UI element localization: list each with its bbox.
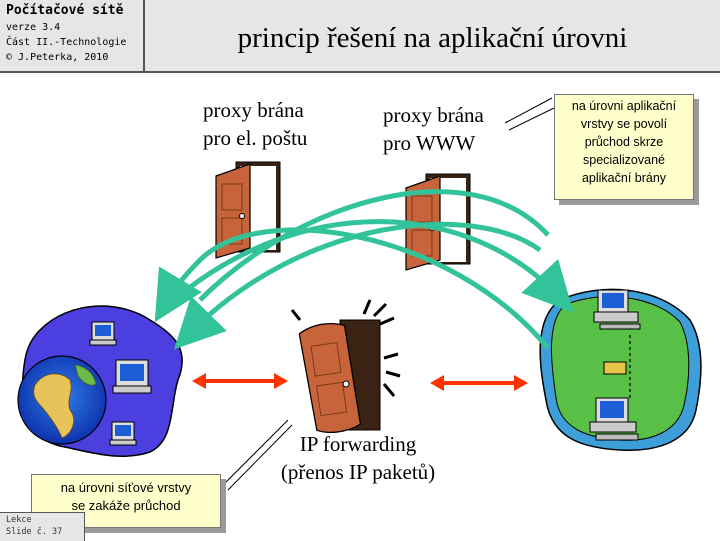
computer-icon <box>589 397 639 441</box>
part-text: Část II.-Technologie <box>6 37 127 48</box>
ip-forwarding-label: IP forwarding (přenos IP paketů) <box>268 430 448 486</box>
note-line: aplikační brány <box>581 171 667 185</box>
callout-pointer-bottom <box>221 419 293 491</box>
mail-gateway-label: proxy brána pro el. poštu <box>203 96 307 152</box>
note-line: se zakáže průchod <box>71 498 181 513</box>
www-gateway-label-line1: proxy brána <box>383 103 484 127</box>
note-line: specializované <box>583 153 665 167</box>
ip-forwarding-line2: (přenos IP paketů) <box>280 460 436 484</box>
slide-title: princip řešení na aplikační úrovni <box>237 22 628 54</box>
computer-icon <box>109 421 137 446</box>
globe-network-icon <box>17 305 183 457</box>
red-double-arrow-left <box>192 373 288 389</box>
computer-icon <box>593 289 641 330</box>
slide-footer: Lekce Slide č. 37 <box>0 512 85 541</box>
application-level-note: na úrovni aplikační vrstvy se povolí prů… <box>554 94 694 200</box>
note-line: vrstvy se povolí <box>580 117 668 131</box>
green-arrow-to-globe <box>154 227 550 350</box>
green-arrow-www <box>198 189 550 302</box>
course-title: Počítačové sítě <box>6 3 124 18</box>
door-closed-icon <box>290 299 401 433</box>
red-double-arrow-right <box>430 375 528 391</box>
note-line: průchod skrze <box>584 135 664 149</box>
www-gateway-label-line2: pro WWW <box>383 131 476 155</box>
green-arrow-from-island <box>174 221 542 350</box>
header-info-box: Počítačové sítě verze 3.4 Část II.-Techn… <box>0 0 145 73</box>
callout-pointer-top <box>504 97 555 131</box>
title-band: princip řešení na aplikační úrovni <box>145 0 720 73</box>
note-line: na úrovni aplikační <box>571 99 677 113</box>
mail-gateway-label-line1: proxy brána <box>203 98 304 122</box>
ip-forwarding-line1: IP forwarding <box>299 432 417 456</box>
mail-gateway-label-line2: pro el. poštu <box>203 126 308 150</box>
computer-icon <box>89 321 117 346</box>
www-gateway-label: proxy brána pro WWW <box>383 101 484 157</box>
slide-number: Slide č. 37 <box>6 527 63 537</box>
version-text: verze 3.4 <box>6 22 61 33</box>
author-text: © J.Peterka, 2010 <box>6 52 109 63</box>
computer-icon <box>112 359 152 394</box>
note-line: na úrovni síťové vrstvy <box>60 480 192 495</box>
network-island-icon <box>539 288 702 451</box>
door-open-icon <box>215 161 281 259</box>
green-arrow-to-island <box>166 219 574 313</box>
lecture-text: Lekce <box>6 515 32 525</box>
